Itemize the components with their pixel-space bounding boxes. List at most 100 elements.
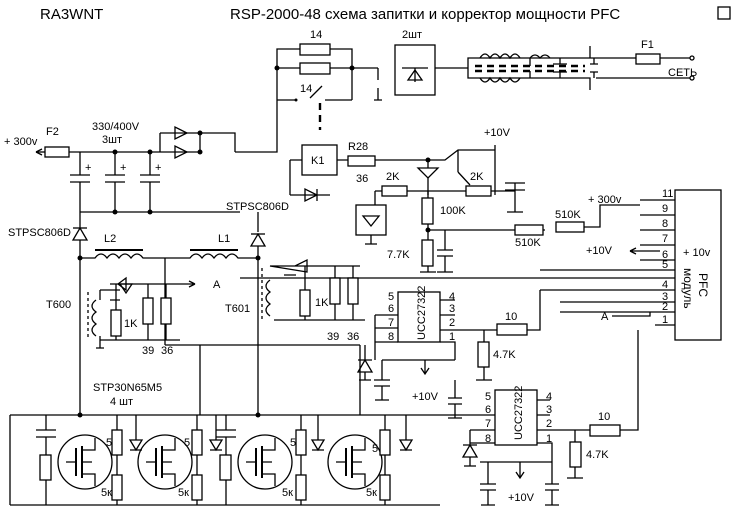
pfc-300v-label: + 300v [588,194,622,206]
pfc-module-label: модуль [681,268,695,309]
resistor-510k-b-label: 510K [515,237,541,249]
choke-l2-label: L2 [104,233,116,245]
relay-k1-label: K1 [311,155,324,167]
pfc-module: PFC модуль + 10v + 300v +10V 11 9 8 7 6 … [240,188,722,341]
resistor-10-a-label: 10 [505,311,517,323]
gate-5-1: 5 [106,437,112,449]
out-300v-label: + 300v [4,136,38,148]
svg-text:3: 3 [449,303,455,315]
resistor-10-b [589,424,621,437]
ucc27322-2-label: UCC27322 [513,386,525,440]
resistor-14-top-value: 14 [310,29,322,41]
diode-stpsc-left-label: STPSC806D [8,227,71,239]
choke-l1-label: L1 [218,233,230,245]
resistor-100k [421,197,434,225]
svg-text:2: 2 [449,317,455,329]
svg-text:7: 7 [485,418,491,430]
fuse-f2-label: F2 [46,126,59,138]
t600-label: T600 [46,299,71,311]
pfc-a-input-label: A [601,311,609,323]
resistor-510k-a [555,221,585,233]
gate-driver-1: UCC27322 5 6 7 8 4 3 2 1 10 4.7K +10V [356,286,541,419]
svg-text:1: 1 [662,314,668,326]
resistor-4-7k-a-label: 4.7K [493,349,516,361]
bridge-qty-label: 2шт [402,29,422,41]
diode-stpsc-right-label: STPSC806D [226,201,289,213]
svg-text:8: 8 [485,433,491,445]
svg-text:4: 4 [449,291,455,303]
caps-qty-label: 3шт [102,134,122,146]
pfc-10v-in-label: +10V [586,245,613,257]
current-transformers: T600 T601 A 1K 39 36 1K 39 36 [46,258,365,357]
resistor-39-b-label: 39 [327,331,339,343]
gate-5-3: 5 [290,437,296,449]
bridge-rectifier: 2шт [374,29,468,101]
gate-5k-1: 5к [101,487,112,499]
svg-text:8: 8 [388,331,394,343]
resistor-510k-a-label: 510K [555,209,581,221]
resistor-2k-a-label: 2K [386,171,400,183]
gate-driver-2: UCC27322 5 6 7 8 4 3 2 1 10 4.7K +10V [461,330,639,506]
plus10v-mid-label: +10V [412,391,439,403]
resistor-2k-b [465,185,492,197]
resistor-1k-a [110,309,122,337]
resistor-39-b [329,277,341,305]
svg-text:7: 7 [388,317,394,329]
resistor-14-top [299,43,331,56]
resistor-39-a [142,297,154,325]
relay-k1 [301,144,338,176]
gate-5k-2: 5к [178,487,189,499]
resistor-36-b [347,277,359,305]
mosfet-type-label: STP30N65M5 [93,382,162,394]
diagram-title: RSP-2000-48 схема запитки и корректор мо… [230,6,620,23]
resistor-2k-a [381,185,408,197]
author-label: RA3WNT [40,6,103,23]
svg-text:6: 6 [485,404,491,416]
boost-section: STPSC806D STPSC806D L2 L1 [8,201,360,415]
gate-5k-3: 5к [282,487,293,499]
a-output-label: A [213,279,221,291]
resistor-7-7k [421,239,434,267]
resistor-4-7k-a [477,341,490,368]
gate-5-2: 5 [184,437,190,449]
resistor-7-7k-label: 7.7K [387,249,410,261]
svg-text:5: 5 [662,259,668,271]
fuse-f2 [44,146,70,158]
svg-text:11: 11 [662,188,673,200]
inrush-relay-section: 14 14 [274,29,378,130]
svg-text:5: 5 [388,291,394,303]
resistor-36-b-label: 36 [347,331,359,343]
fuse-f1-label: F1 [641,39,654,51]
corner-square-icon [717,6,731,20]
resistor-2k-b-label: 2K [470,171,484,183]
svg-text:7: 7 [662,233,668,245]
svg-text:2: 2 [546,418,552,430]
svg-text:1: 1 [546,433,552,445]
pfc-10v-pin-label: + 10v [683,247,711,259]
svg-text:3: 3 [546,404,552,416]
resistor-r28 [347,155,376,167]
svg-text:+: + [120,162,126,174]
resistor-510k-b [514,224,544,236]
plus10v-bot-label: +10V [508,492,535,504]
svg-text:2: 2 [662,301,668,313]
resistor-4-7k-b-label: 4.7K [586,449,609,461]
svg-text:6: 6 [662,249,668,261]
svg-text:4: 4 [662,279,668,291]
resistor-10-a [496,323,528,336]
t601-label: T601 [225,303,250,315]
resistor-1k-b-label: 1K [315,297,329,309]
mosfet-qty-label: 4 шт [110,396,133,408]
fuse-f1 [635,53,661,65]
svg-text:6: 6 [388,303,394,315]
plus10v-top-label: +10V [484,127,511,139]
optocoupler [355,204,387,236]
resistor-39-a-label: 39 [142,345,154,357]
mains-label: СЕТЬ [668,67,697,79]
svg-text:+: + [85,162,91,174]
resistor-14-bottom-value: 14 [300,83,312,95]
r28-label: R28 [348,141,368,153]
caps-rating-label: 330/400V [92,121,140,133]
resistor-36-a [160,297,172,325]
